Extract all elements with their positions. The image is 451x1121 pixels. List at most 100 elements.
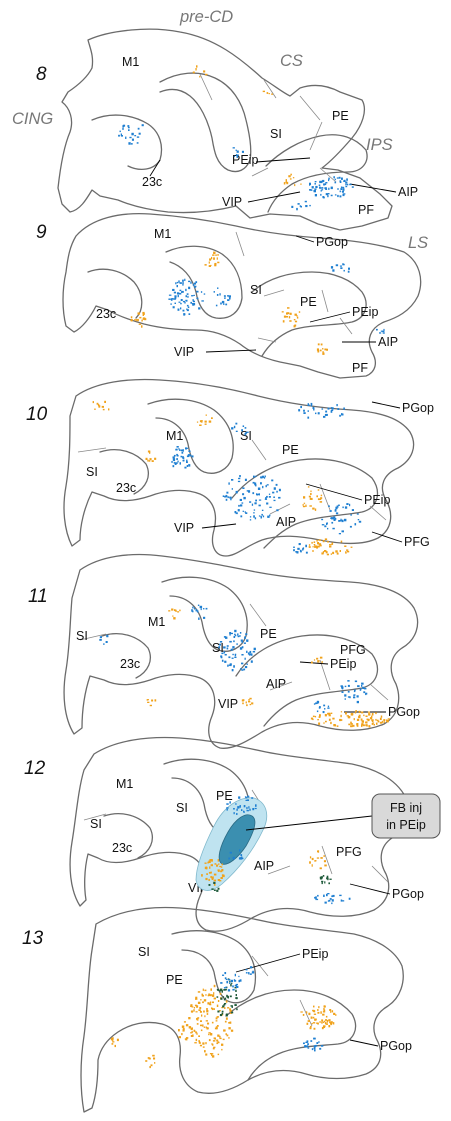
labeled-cell-blue [345,186,347,187]
labeled-cell-blue [192,303,194,304]
labeled-cell-orange [326,349,328,351]
labeled-cell-blue [328,505,330,507]
labeled-cell-blue [352,186,354,188]
labeled-cell-orange [288,175,290,177]
labeled-cell-blue [204,293,206,294]
labeled-cell-orange [324,550,326,552]
labeled-cell-blue [335,509,336,511]
labeled-cell-blue [312,1048,314,1050]
labeled-cell-orange [207,1023,209,1025]
labeled-cell-blue [186,461,188,463]
labeled-cell-orange [188,1017,190,1019]
labeled-cell-blue [255,808,257,809]
labeled-cell-orange [315,860,317,861]
labeled-cell-blue [321,519,323,520]
labeled-cell-blue [341,413,342,415]
labeled-cell-orange [204,1050,206,1052]
injection-label-line2: in PEip [386,818,426,832]
labeled-cell-orange [300,184,301,185]
labeled-cell-blue [345,184,346,186]
labeled-cell-orange [195,1005,197,1007]
labeled-cell-orange [290,178,292,179]
labeled-cell-orange [290,313,292,315]
section-13-ips [226,990,356,1080]
labeled-cell-orange [251,702,253,704]
labeled-cell-orange [286,182,288,184]
labeled-cell-blue [234,657,236,658]
labeled-cell-orange [294,184,295,186]
labeled-cell-orange [318,850,320,852]
labeled-cell-blue [226,803,228,805]
labeled-cell-blue [224,651,226,653]
labeled-cell-blue [342,688,344,690]
area-label-si-12: SI [176,801,188,815]
labeled-cell-blue [324,708,325,709]
labeled-cell-orange [205,74,207,76]
labeled-cell-blue [178,295,179,297]
labeled-cell-blue [232,646,234,648]
labeled-cell-blue [319,187,321,189]
labeled-cell-orange [332,718,334,720]
labeled-cell-blue [312,186,314,188]
labeled-cell-blue [232,658,234,659]
labeled-cell-blue [350,514,352,515]
labeled-cell-blue [331,195,333,197]
labeled-cell-orange [205,424,207,425]
labeled-cell-blue [332,528,334,530]
labeled-cell-orange [286,179,287,181]
labeled-cell-blue [252,504,253,506]
labeled-cell-orange [212,1055,214,1057]
labeled-cell-orange [215,863,217,865]
labeled-cell-blue [333,516,334,518]
labeled-cell-blue [180,462,182,464]
labeled-cell-blue [344,519,346,522]
labeled-cell-blue [339,415,341,417]
area-label-m1-9: M1 [154,227,171,241]
area-label-vip-9: VIP [174,345,194,359]
labeled-cell-blue [246,641,248,642]
labeled-cell-orange [249,698,251,700]
area-label-m1-12: M1 [116,777,133,791]
labeled-cell-orange [314,1014,316,1015]
labeled-cell-orange [209,421,212,423]
labeled-cell-orange [217,1041,219,1042]
labeled-cell-blue [247,796,249,798]
labeled-cell-orange [199,1007,201,1009]
labeled-cell-blue [188,281,190,282]
labeled-cell-blue [176,458,178,460]
labeled-cell-orange [141,320,142,322]
labeled-cell-orange [198,1002,201,1004]
labeled-cell-blue [247,664,248,665]
labeled-cell-orange [221,1044,223,1046]
labeled-cell-blue [196,298,198,300]
labeled-cell-orange [136,319,137,321]
labeled-cell-blue [241,654,243,656]
labeled-cell-darkgreen [226,1014,228,1016]
labeled-cell-darkgreen [324,881,325,883]
labeled-cell-blue [181,456,183,458]
labeled-cell-blue [200,606,203,608]
labeled-cell-blue [254,509,255,510]
labeled-cell-blue [317,711,318,713]
area-label-aip-8: AIP [398,185,418,199]
labeled-cell-blue [240,806,241,807]
labeled-cell-blue [184,467,186,469]
labeled-cell-blue [131,133,133,136]
labeled-cell-orange [329,544,332,546]
labeled-cell-orange [223,875,225,877]
labeled-cell-blue [238,505,240,507]
area-label-pe-9: PE [300,295,317,309]
labeled-cell-orange [152,460,154,462]
labeled-cell-orange [317,857,319,858]
labeled-cell-blue [193,301,195,302]
labeled-cell-blue [194,286,196,288]
labeled-cell-darkgreen [328,882,330,884]
labeled-cell-blue [177,461,178,463]
labeled-cell-orange [131,320,133,321]
labeled-cell-blue [234,426,235,428]
labeled-cell-orange [311,498,313,500]
labeled-cell-blue [235,635,237,637]
labeled-cell-blue [225,654,227,656]
labeled-cell-orange [134,319,136,321]
labeled-cell-blue [170,303,171,304]
